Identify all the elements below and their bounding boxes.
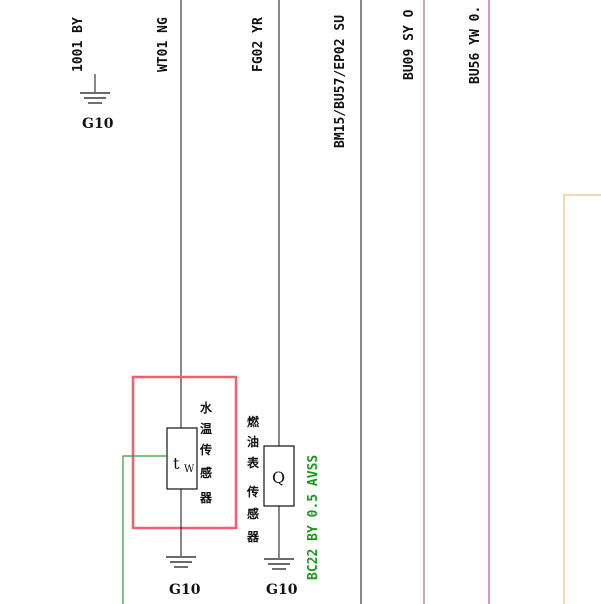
- fuel-char-6: 器: [246, 530, 260, 544]
- water-temp-char-5: 器: [199, 491, 213, 505]
- highlight-box: [131, 375, 238, 530]
- wire-label-bc22: BC22 BY 0.5 AVSS: [306, 455, 321, 580]
- ground-symbol-1: [80, 92, 110, 104]
- wire-label-fg02: FG02 YR: [251, 17, 266, 72]
- water-temp-symbol: t: [173, 454, 180, 473]
- orange-wire-box: [563, 194, 601, 604]
- wire-label-wt01: WT01 NG: [156, 17, 171, 72]
- ground-symbol-3: [264, 558, 294, 570]
- ground-label-3: G10: [266, 582, 298, 598]
- water-temp-char-2: 温: [200, 422, 212, 436]
- fuel-char-3: 表: [246, 455, 260, 470]
- wire-label-1001: 1001 BY: [71, 17, 86, 72]
- wire-label-bu56: BU56 YW 0.: [468, 6, 483, 84]
- ground-symbol-2: [166, 556, 196, 568]
- fuel-sensor-symbol: Q: [272, 468, 285, 487]
- fuel-char-2: 油: [247, 434, 259, 449]
- fuel-sensor: [263, 445, 295, 507]
- wire-label-bm15: BM15/BU57/EP02 SU: [333, 15, 348, 148]
- water-temp-char-1: 水: [200, 400, 213, 415]
- green-wire-water-temp: [122, 455, 167, 604]
- water-temp-sensor: [166, 427, 198, 490]
- ground-label-1: G10: [82, 116, 114, 132]
- fuel-char-5: 感: [247, 506, 259, 521]
- water-temp-char-3: 传: [199, 442, 212, 457]
- fuel-sensor-label: 燃 油 表 传 感 器: [246, 414, 260, 544]
- fuel-char-4: 传: [246, 484, 259, 499]
- water-temp-char-4: 感: [200, 465, 212, 480]
- water-temp-sensor-label: 水 温 传 感 器: [199, 400, 213, 505]
- fuel-char-1: 燃: [247, 414, 260, 429]
- water-temp-symbol-sub: W: [184, 464, 195, 475]
- wire-label-bu09: BU09 SY O: [402, 9, 417, 80]
- ground-label-2: G10: [169, 582, 201, 598]
